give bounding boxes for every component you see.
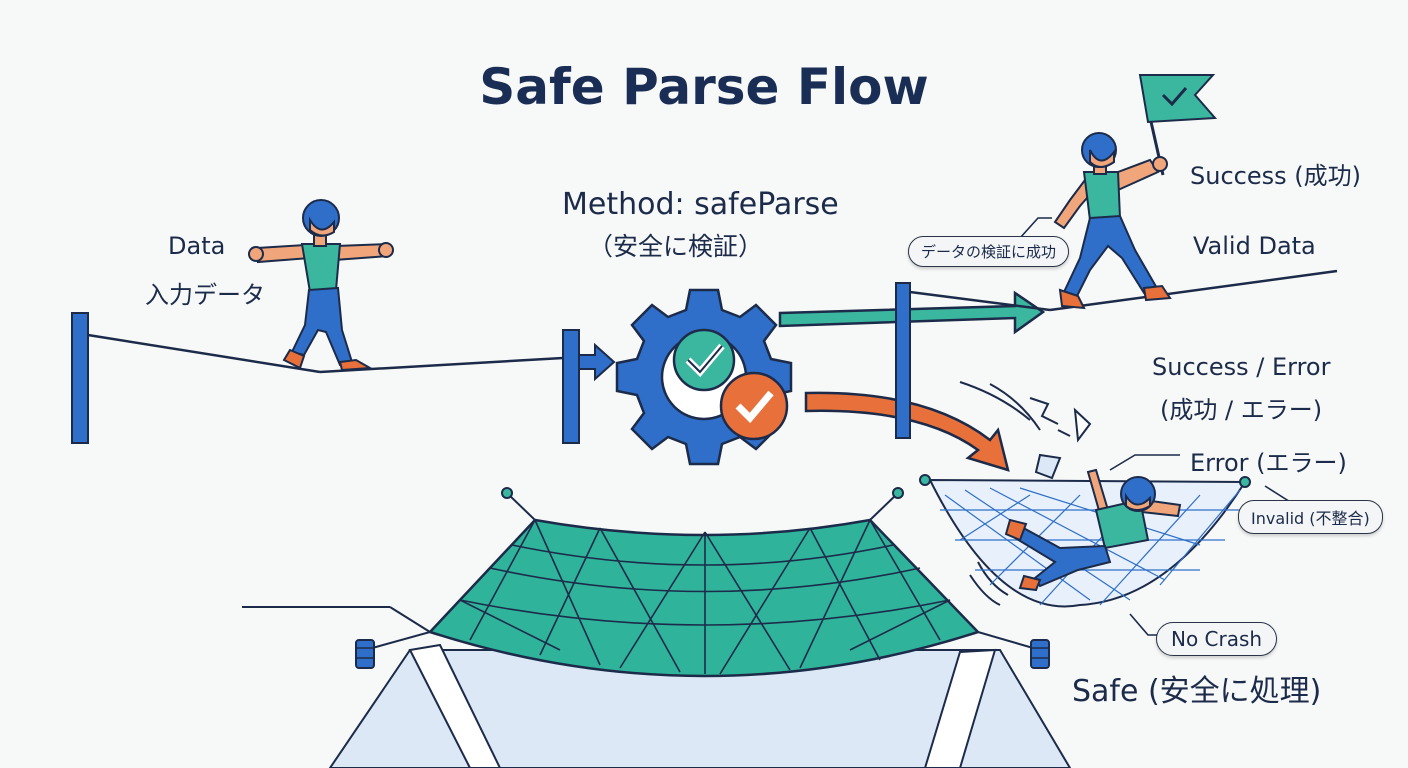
hammock-net (919, 474, 1251, 608)
success-label: Success (成功) (1190, 162, 1361, 190)
input-label-en: Data (168, 232, 226, 260)
falling-debris (959, 381, 1092, 606)
valid-data-label: Valid Data (1193, 232, 1316, 260)
success-callout-pill: データの検証に成功 (908, 236, 1070, 267)
method-sublabel: （安全に検証） (588, 232, 764, 261)
anchor-drum-left (355, 639, 375, 669)
page-title: Safe Parse Flow (479, 58, 929, 116)
tightrope-start (71, 312, 616, 444)
no-crash-pill: No Crash (1156, 622, 1278, 656)
safe-label: Safe (安全に処理) (1072, 674, 1322, 709)
input-label-ja: 入力データ (145, 281, 265, 309)
error-label: Error (エラー) (1190, 449, 1347, 477)
error-figure-in-net (1004, 468, 1182, 592)
anchor-drum-right (1030, 639, 1050, 669)
branch-sublabel: (成功 / エラー) (1160, 396, 1323, 424)
invalid-pill: Invalid (不整合) (1238, 500, 1383, 534)
success-arrow (778, 290, 1046, 335)
data-walker-figure (248, 199, 394, 372)
tightrope-success (895, 269, 1338, 439)
branch-label: Success / Error (1152, 353, 1331, 381)
safeparse-gear-icon (615, 288, 793, 466)
safety-net (242, 487, 1041, 678)
method-label: Method: safeParse (562, 187, 839, 222)
success-figure-with-flag (1053, 74, 1218, 310)
funnel-background (328, 643, 1072, 768)
